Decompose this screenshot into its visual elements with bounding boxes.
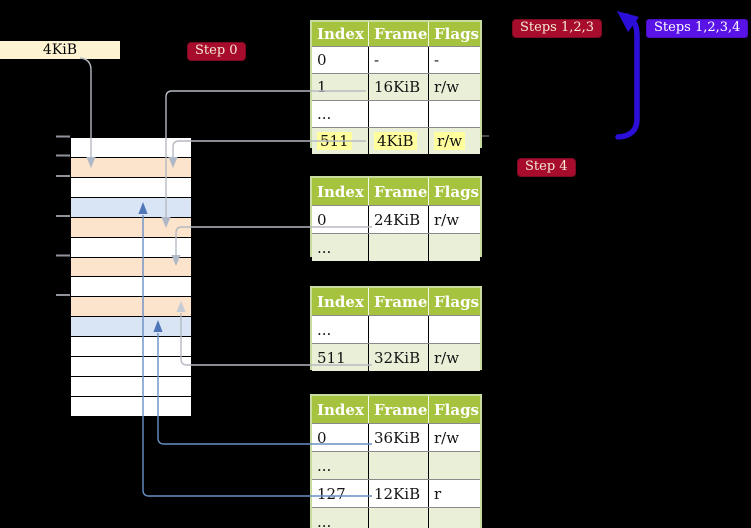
cell-frame	[368, 452, 428, 479]
memory-frame-row-14	[71, 395, 191, 416]
memory-frame-row-11	[71, 336, 191, 357]
cell-frame: 4KiB	[368, 128, 428, 154]
header-cell-frame: Frame	[368, 288, 428, 315]
cell-flags: r	[428, 480, 480, 507]
cell-index: ...	[317, 456, 332, 475]
memory-frame-row-3	[71, 176, 191, 197]
memory-frame-row-9	[71, 296, 191, 317]
cell-index: 0	[317, 51, 327, 69]
table-row: ...	[312, 100, 480, 127]
header-cell-flags: Flags	[428, 22, 480, 46]
cell-frame: 24KiB	[368, 206, 428, 233]
header-cell-flags: Flags	[428, 178, 480, 205]
header-cell-frame: Frame	[368, 22, 428, 46]
cell-frame: -	[368, 47, 428, 73]
header-cell-frame: Frame	[368, 178, 428, 205]
cell-index: 1	[317, 78, 327, 96]
cell-frame: 36KiB	[368, 424, 428, 451]
cell-flags: r/w	[428, 344, 480, 371]
cell-index: ...	[317, 320, 332, 339]
steps-flow-arrowhead	[617, 11, 639, 32]
highlighted-value: 511	[317, 132, 352, 150]
memory-frame-row-5	[71, 216, 191, 237]
cell-index: ...	[317, 238, 332, 257]
cell-frame: 12KiB	[368, 480, 428, 507]
header-cell-index: Index	[317, 400, 364, 419]
cell-index: 511	[312, 128, 368, 154]
cell-frame	[368, 101, 428, 127]
table-row: ...	[312, 507, 480, 528]
cell-flags: -	[428, 47, 480, 73]
memory-frame-row-8	[71, 276, 191, 297]
cell-index: ...	[317, 512, 332, 528]
cell-frame: 16KiB	[368, 74, 428, 100]
badge-steps-1-2-3-4: Steps 1,2,3,4	[646, 19, 749, 38]
cell-flags	[428, 234, 480, 261]
cell-flags: r/w	[428, 128, 480, 154]
highlighted-value: r/w	[434, 132, 466, 150]
cell-index: 127	[317, 484, 346, 503]
badge-step-4: Step 4	[517, 158, 576, 177]
memory-frame-row-7	[71, 256, 191, 277]
cell-frame	[368, 234, 428, 261]
memory-frame-row-12	[71, 356, 191, 377]
cell-flags	[428, 101, 480, 127]
physical-memory-column	[70, 137, 192, 417]
address-ticks	[56, 135, 70, 296]
cell-index: ...	[317, 105, 332, 123]
cell-flags	[428, 508, 480, 528]
cell-frame: 32KiB	[368, 344, 428, 371]
memory-frame-row-6	[71, 236, 191, 257]
memory-frame-row-4	[71, 196, 191, 217]
memory-frame-row-13	[71, 376, 191, 396]
highlighted-value: 4KiB	[374, 132, 417, 150]
header-cell-index: Index	[317, 25, 364, 43]
cell-flags: r/w	[428, 74, 480, 100]
cell-flags: r/w	[428, 206, 480, 233]
header-cell-flags: Flags	[428, 288, 480, 315]
cell-index: 0	[317, 210, 327, 229]
header-cell-flags: Flags	[428, 396, 480, 423]
steps-flow-arrow-shaft	[615, 13, 640, 140]
steps-flow-arrow	[615, 11, 640, 140]
cell-flags: r/w	[428, 424, 480, 451]
table-row: 511 4KiB r/w	[312, 127, 480, 154]
memory-frame-row-1	[71, 138, 191, 157]
cell-index: 511	[317, 348, 346, 367]
memory-frame-row-10	[71, 316, 191, 337]
frame-size-label: 4KiB	[0, 41, 120, 59]
cell-frame	[368, 508, 428, 528]
cell-index: 0	[317, 428, 327, 447]
table-row: 0 --	[312, 46, 480, 73]
cell-flags	[428, 452, 480, 479]
header-cell-frame: Frame	[368, 396, 428, 423]
memory-frame-row-2	[71, 156, 191, 177]
cell-frame	[368, 316, 428, 343]
table-row: ...	[312, 233, 480, 261]
table-row: ...	[312, 451, 480, 479]
table-row: ...	[312, 315, 480, 343]
cell-flags	[428, 316, 480, 343]
badge-steps-1-2-3: Steps 1,2,3	[512, 19, 603, 38]
badge-step-0: Step 0	[187, 42, 246, 61]
header-cell-index: Index	[317, 292, 364, 311]
header-cell-index: Index	[317, 182, 364, 201]
